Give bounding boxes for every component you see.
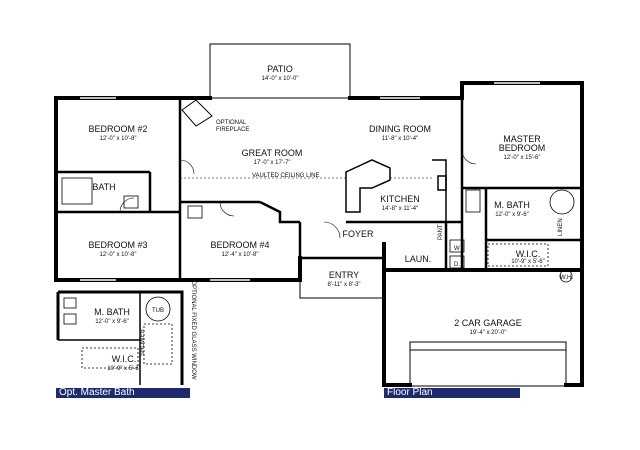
entry-dims: 8'-11" x 8'-3" — [327, 282, 360, 288]
kitchen-label: KITCHEN — [380, 194, 420, 204]
great-room-label: GREAT ROOM — [242, 148, 303, 158]
inset-shower-label: SHOWER — [140, 328, 146, 356]
interior-walls — [56, 98, 582, 280]
inset-master-bath-dims: 12'-0" x 9'-6" — [95, 319, 129, 325]
kitchen-counter — [345, 159, 447, 223]
dining-room-dims: 11'-8" x 10'-4" — [382, 136, 418, 142]
bath-label: BATH — [92, 182, 115, 192]
great-room-dims: 17'-0" x 17'-7" — [254, 160, 291, 166]
laundry-label: LAUN. — [405, 254, 432, 264]
kitchen-dims: 14'-8" x 11'-4" — [382, 206, 418, 212]
master-bath-label: M. BATH — [494, 200, 530, 210]
wic-label: W.I.C. — [516, 249, 541, 259]
vaulted-ceiling-label: VAULTED CEILING LINE — [252, 173, 319, 179]
bedroom3-dims: 12'-0" x 10'-8" — [100, 252, 137, 258]
bedroom2-label: BEDROOM #2 — [88, 124, 147, 134]
dryer-label: D. — [454, 262, 460, 268]
bath-fixtures — [61, 177, 575, 267]
garage-door — [409, 341, 567, 387]
inset-wic-dims: 10'-9" x 5'-6" — [107, 366, 141, 372]
optional-master-bath-inset — [56, 290, 184, 385]
fireplace-symbol — [181, 99, 213, 127]
optional-master-bath-caption: Opt. Master Bath — [56, 388, 190, 398]
wic-dims: 10'-9" x 5'-6" — [511, 259, 545, 265]
entry-label: ENTRY — [329, 270, 359, 280]
bedroom3-label: BEDROOM #3 — [88, 240, 147, 250]
foyer-label: FOYER — [342, 229, 374, 239]
inset-tub-label: TUB — [152, 308, 164, 314]
washer-label: W — [454, 246, 460, 252]
bedroom4-label: BEDROOM #4 — [210, 240, 269, 250]
windows — [80, 82, 540, 281]
garage-label: 2 CAR GARAGE — [454, 318, 522, 328]
dining-room-label: DINING ROOM — [369, 124, 431, 134]
bedroom4-dims: 12'-4" x 10'-8" — [222, 252, 259, 258]
master-bath-dims: 12'-0" x 9'-6" — [495, 212, 529, 218]
garage-dims: 19'-4" x 20'-0" — [470, 330, 507, 336]
pantry-label: PANT — [438, 224, 444, 240]
laundry-appliances — [449, 239, 573, 283]
patio-label: PATIO — [267, 64, 293, 74]
fireplace-label-2: FIREPLACE — [216, 127, 249, 133]
bedroom2-dims: 12'-0" x 10'-8" — [100, 136, 137, 142]
linen-label: LINEN — [558, 218, 564, 236]
inset-fixed-window-label: OPTIONAL FIXED GLASS WINDOW — [190, 280, 196, 379]
floor-plan-caption: Floor Plan — [384, 388, 520, 398]
master-bedroom-label-2: BEDROOM — [499, 143, 546, 153]
window-lines — [80, 81, 540, 282]
patio-outline — [209, 43, 351, 99]
door-swings — [119, 149, 477, 239]
inset-wic-label: W.I.C. — [112, 354, 137, 364]
water-heater-label: W.H. — [560, 275, 573, 281]
entry-porch — [299, 257, 385, 299]
patio-dims: 14'-0" x 10'-0" — [262, 76, 299, 82]
master-bedroom-dims: 12'-0" x 15'-6" — [504, 155, 541, 161]
fireplace-label-1: OPTIONAL — [216, 120, 247, 126]
master-bedroom-label-1: MASTER — [503, 134, 541, 144]
inset-master-bath-label: M. BATH — [94, 307, 130, 317]
